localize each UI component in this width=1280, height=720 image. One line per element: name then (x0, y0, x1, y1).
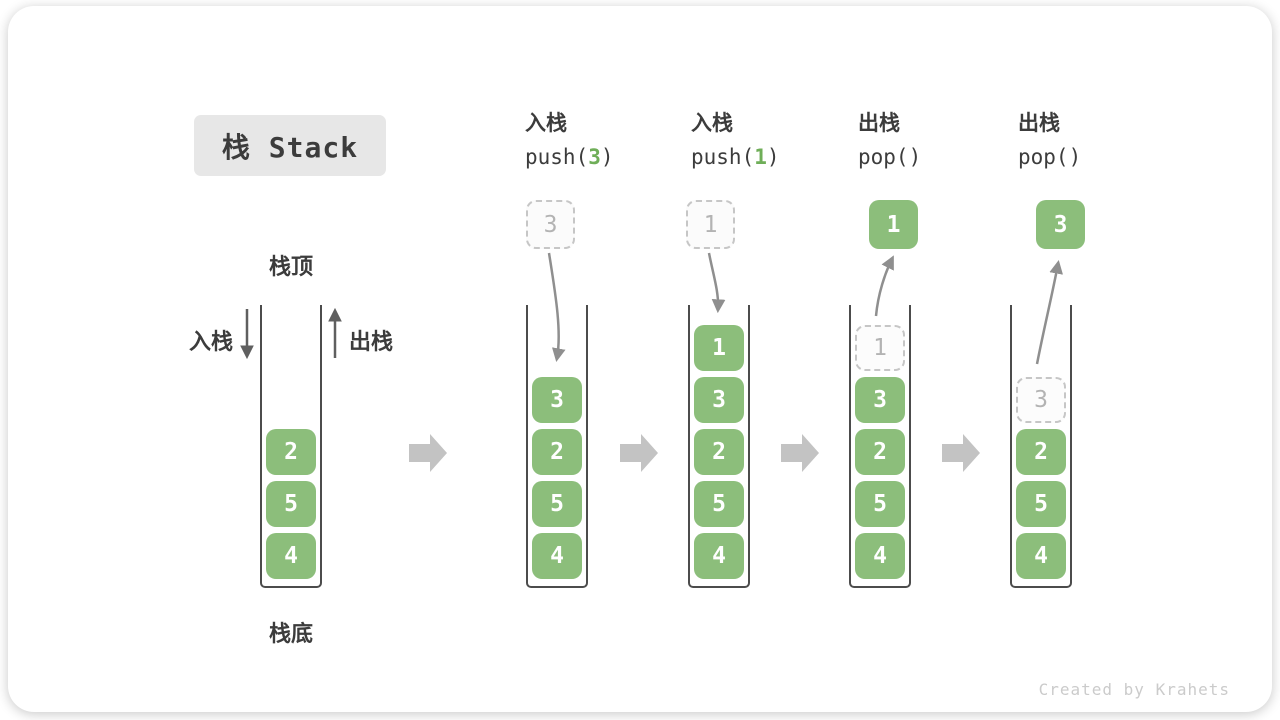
stack-item: 4 (855, 533, 905, 579)
pop-side-label: 出栈 (349, 329, 394, 354)
transition-arrow-icon (781, 434, 819, 472)
floating-value-box-after-pop-3: 3 (1036, 200, 1085, 249)
transition-arrow-icon (409, 434, 447, 472)
floating-value-box-after-push-3: 3 (526, 200, 575, 249)
stack-item: 5 (1016, 481, 1066, 527)
op-code: push(1) (691, 139, 780, 175)
push-side-label: 入栈 (188, 329, 233, 354)
op-header-after-push-1: 入栈 push(1) (691, 109, 780, 175)
stack-item: 4 (532, 533, 582, 579)
stack-item: 5 (855, 481, 905, 527)
stack-item: 2 (532, 429, 582, 475)
stack-container-after-push-3 (526, 305, 588, 588)
code-arg: 1 (754, 145, 767, 169)
stack-item: 1 (855, 325, 905, 371)
floating-value-box-after-pop-1: 1 (869, 200, 918, 249)
op-label-cn: 入栈 (691, 112, 733, 135)
op-code: push(3) (525, 139, 614, 175)
op-code: pop() (1018, 139, 1081, 175)
code-pre: pop( (858, 145, 909, 169)
code-pre: push( (525, 145, 589, 169)
floating-value-box-after-push-1: 1 (686, 200, 735, 249)
stack-item: 3 (532, 377, 582, 423)
stack-item: 2 (266, 429, 316, 475)
code-pre: push( (691, 145, 755, 169)
push-1-curve-arrow-icon (707, 252, 726, 314)
stack-item: 4 (694, 533, 744, 579)
stack-item: 5 (532, 481, 582, 527)
diagram-card: 栈 Stack 栈顶 栈底 入栈 出栈 2 5 (8, 6, 1272, 712)
stack-item: 2 (1016, 429, 1066, 475)
arrows-overlay (240, 252, 1063, 472)
op-header-after-push-3: 入栈 push(3) (525, 109, 614, 175)
stack-top-label: 栈顶 (268, 254, 313, 279)
diagram-title: 栈 Stack (194, 115, 386, 176)
stack-item: 4 (1016, 533, 1066, 579)
op-header-after-pop-1: 出栈 pop() (858, 109, 921, 175)
stack-item: 1 (694, 325, 744, 371)
op-label-cn: 出栈 (1018, 112, 1060, 135)
op-header-after-pop-3: 出栈 pop() (1018, 109, 1081, 175)
stack-container-after-pop-1 (849, 305, 911, 588)
stack-container-initial-stack (260, 305, 322, 588)
stack-item: 3 (1016, 377, 1066, 423)
op-label-cn: 出栈 (858, 112, 900, 135)
stack-item: 2 (855, 429, 905, 475)
op-label-cn: 入栈 (525, 112, 567, 135)
stack-bottom-label: 栈底 (268, 621, 313, 646)
stack-item: 3 (855, 377, 905, 423)
stack-container-after-pop-3 (1010, 305, 1072, 588)
watermark: Created by Krahets (1038, 680, 1230, 699)
code-post: ) (600, 145, 614, 169)
op-code: pop() (858, 139, 921, 175)
transition-arrow-icon (942, 434, 980, 472)
code-post: ) (908, 145, 922, 169)
transition-arrow-icon (620, 434, 658, 472)
stack-item: 3 (694, 377, 744, 423)
stack-container-after-push-1 (688, 305, 750, 588)
code-post: ) (766, 145, 780, 169)
stack-item: 5 (694, 481, 744, 527)
code-post: ) (1068, 145, 1082, 169)
stack-item: 4 (266, 533, 316, 579)
stack-item: 5 (266, 481, 316, 527)
stack-item: 2 (694, 429, 744, 475)
code-pre: pop( (1018, 145, 1069, 169)
code-arg: 3 (588, 145, 601, 169)
